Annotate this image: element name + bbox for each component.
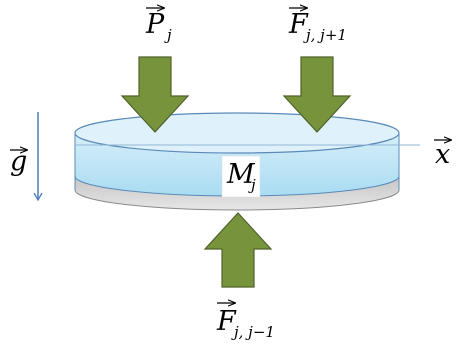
gravity-arrow	[33, 112, 43, 202]
mass-label-box	[221, 155, 261, 198]
label-f-j-jminus1: F j, j−1	[216, 303, 275, 341]
label-f-top-sub: j, j+1	[303, 26, 347, 44]
label-f-top-main: F	[288, 9, 309, 40]
upper-flux-arrow	[282, 56, 352, 133]
label-g-text: g	[10, 146, 27, 177]
label-g: g	[10, 146, 27, 177]
label-f-bottom-sub: j, j−1	[231, 323, 275, 341]
label-x: x	[434, 139, 451, 170]
label-f-j-jplus1: F j, j+1	[288, 8, 347, 44]
label-m-j: M j	[226, 159, 256, 194]
label-m-main: M	[226, 159, 256, 190]
label-p-j: P j	[145, 8, 172, 44]
label-f-bottom-main: F	[216, 306, 237, 337]
lower-flux-arrow	[203, 212, 273, 288]
label-x-text: x	[435, 139, 450, 170]
label-p-main: P	[145, 9, 165, 40]
label-m-sub: j	[248, 176, 256, 194]
precipitation-arrow	[120, 56, 190, 133]
label-p-sub: j	[164, 26, 172, 44]
